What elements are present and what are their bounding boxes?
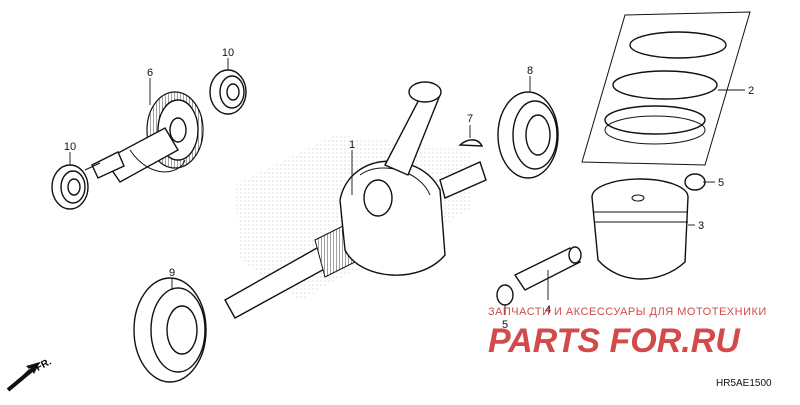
front-arrow-icon	[6, 362, 40, 392]
callout-crankshaft: 1	[349, 139, 355, 151]
callout-piston-pin: 4	[545, 304, 551, 316]
pin-clip-right	[684, 173, 706, 191]
balancer-shaft	[84, 91, 204, 183]
callout-piston-ring-set: 2	[748, 85, 754, 97]
bearing-right	[497, 91, 559, 179]
callout-piston: 3	[698, 220, 704, 232]
woodruff-key	[458, 139, 484, 147]
callout-bearing-balancer-top: 10	[222, 47, 234, 59]
piston	[591, 178, 689, 280]
callout-balancer-shaft: 6	[147, 67, 153, 79]
bearing-balancer-left	[51, 164, 89, 210]
callout-pin-clip-left: 5	[502, 319, 508, 331]
watermark-logo: PARTS FOR.RU	[488, 322, 741, 360]
watermark-logo-text: PARTS FOR.RU	[488, 322, 741, 360]
crankshaft	[224, 81, 487, 319]
piston-ring-set	[581, 11, 751, 166]
bearing-left	[133, 277, 207, 383]
callout-pin-clip-right: 5	[718, 177, 724, 189]
pin-clip-left	[496, 284, 514, 306]
callout-woodruff-key: 7	[467, 113, 473, 125]
piston-pin	[513, 246, 582, 291]
bearing-balancer-top	[209, 69, 247, 115]
watermark-text: ЗАПЧАСТИ И АКСЕССУАРЫ ДЛЯ МОТОТЕХНИКИ	[488, 306, 767, 318]
callout-bearing-right: 8	[527, 65, 533, 77]
diagram-code: HR5AE1500	[716, 378, 772, 389]
callout-bearing-balancer-left: 10	[64, 141, 76, 153]
callout-bearing-left: 9	[169, 267, 175, 279]
leader-lines	[69, 58, 745, 315]
